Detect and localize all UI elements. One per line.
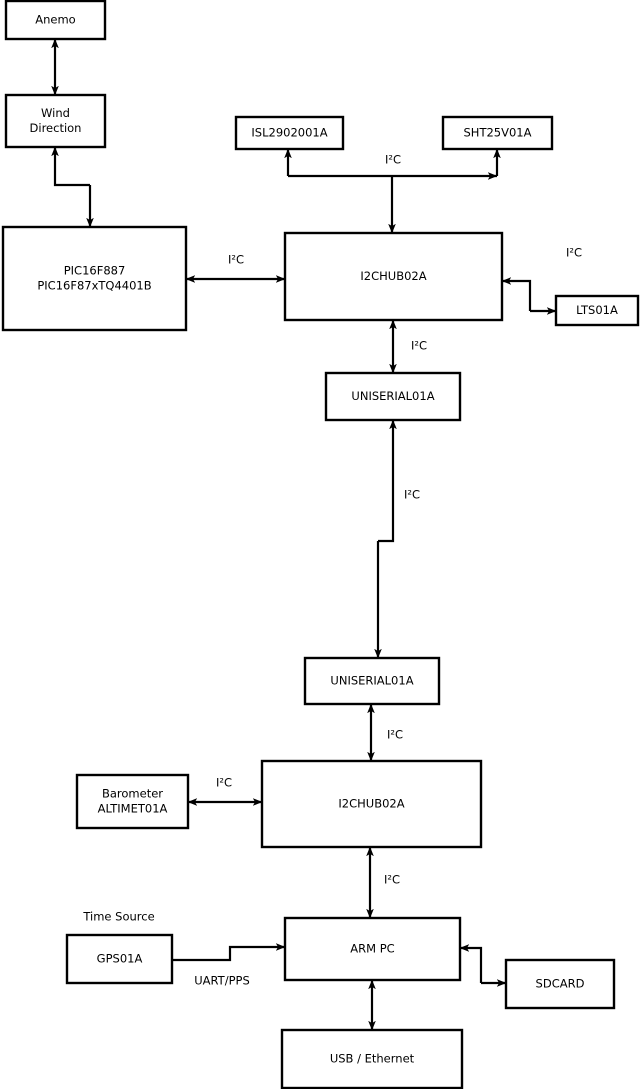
- edge-label-hub-armpc: I²C: [384, 873, 400, 887]
- edge-segment: [501, 277, 532, 311]
- edge-label-uni-uni: I²C: [404, 488, 420, 502]
- edge-label-gps-armpc: UART/PPS: [194, 974, 250, 988]
- edge-uni-hub-bottom: I²C: [367, 703, 403, 762]
- node-uni-bottom[interactable]: UNISERIAL01A: [303, 656, 441, 706]
- node-anemo[interactable]: Anemo: [4, 0, 107, 41]
- edge-wind-pic: [51, 146, 94, 228]
- edges-layer: I²C I²C I²C I²C I²C I²C I²C I²C UART/PPS: [51, 38, 582, 1031]
- node-hub-top[interactable]: I2CHUB02A: [283, 231, 504, 322]
- edge-hub-uni-top: I²C: [389, 319, 427, 374]
- node-box-pic[interactable]: [1, 225, 188, 332]
- node-label-sdcard: SDCARD: [536, 977, 585, 991]
- node-label-uni-top: UNISERIAL01A: [351, 389, 434, 403]
- node-label-anemo: Anemo: [35, 13, 75, 27]
- node-lts[interactable]: LTS01A: [554, 294, 640, 327]
- node-hub-bottom[interactable]: I2CHUB02A: [260, 759, 483, 849]
- edge-hub-armpc: I²C: [366, 846, 400, 919]
- node-label-barometer: Barometer: [102, 787, 163, 801]
- edge-segment: [172, 943, 286, 962]
- node-label-hub-bottom: I2CHUB02A: [338, 797, 404, 811]
- node-label-gps: GPS01A: [97, 952, 143, 966]
- node-box-uni-top[interactable]: [324, 371, 462, 422]
- free-label-time-source: Time Source: [82, 910, 154, 924]
- node-box-anemo[interactable]: [4, 0, 107, 41]
- node-label-hub-top: I2CHUB02A: [360, 269, 426, 283]
- edge-segment: [459, 944, 483, 983]
- node-label-barometer: ALTIMET01A: [98, 802, 168, 816]
- node-sht[interactable]: SHT25V01A: [441, 115, 554, 151]
- node-box-sdcard[interactable]: [504, 958, 616, 1010]
- node-box-isl[interactable]: [234, 115, 345, 151]
- node-box-usb-ethernet[interactable]: [280, 1028, 464, 1089]
- node-box-sht[interactable]: [441, 115, 554, 151]
- node-label-pic: PIC16F887: [64, 264, 126, 278]
- edge-label-barometer-hub: I²C: [216, 776, 232, 790]
- node-box-arm-pc[interactable]: [283, 916, 462, 982]
- edge-label-hub-uni-top: I²C: [411, 339, 427, 353]
- edge-gps-armpc: UART/PPS: [172, 943, 286, 988]
- edge-segment: [378, 419, 397, 543]
- node-label-usb-ethernet: USB / Ethernet: [330, 1052, 415, 1066]
- edge-barometer-hub: I²C: [187, 776, 263, 806]
- edge-label-uni-hub-bottom: I²C: [387, 728, 403, 742]
- node-label-wind-dir: Direction: [30, 121, 82, 135]
- node-box-hub-bottom[interactable]: [260, 759, 483, 849]
- free-labels-layer: Time Source: [82, 910, 154, 924]
- node-sdcard[interactable]: SDCARD: [504, 958, 616, 1010]
- node-isl[interactable]: ISL2902001A: [234, 115, 345, 151]
- node-label-arm-pc: ARM PC: [350, 942, 394, 956]
- edge-hub-lts: I²C: [501, 246, 582, 315]
- edge-armpc-sdcard: [459, 944, 507, 987]
- edge-segment: [51, 146, 90, 187]
- edge-uni-uni: I²C: [374, 419, 420, 659]
- node-box-hub-top[interactable]: [283, 231, 504, 322]
- node-gps[interactable]: GPS01A: [65, 933, 174, 985]
- node-label-lts: LTS01A: [576, 303, 618, 317]
- node-label-wind-dir: Wind: [41, 106, 70, 120]
- node-box-lts[interactable]: [554, 294, 640, 327]
- node-arm-pc[interactable]: ARM PC: [283, 916, 462, 982]
- node-box-uni-bottom[interactable]: [303, 656, 441, 706]
- node-label-uni-bottom: UNISERIAL01A: [330, 674, 413, 688]
- node-label-isl: ISL2902001A: [251, 126, 327, 140]
- node-usb-ethernet[interactable]: USB / Ethernet: [280, 1028, 464, 1089]
- edge-pic-hub: I²C: [185, 253, 286, 283]
- edge-label-hub-lts: I²C: [566, 246, 582, 260]
- node-label-sht: SHT25V01A: [464, 126, 532, 140]
- node-box-wind-dir[interactable]: [4, 93, 107, 149]
- node-label-pic: PIC16F87xTQ4401B: [37, 279, 151, 293]
- edge-label-pic-hub: I²C: [228, 253, 244, 267]
- node-box-gps[interactable]: [65, 933, 174, 985]
- node-box-barometer[interactable]: [75, 773, 190, 830]
- edge-hub-isl: I²C: [284, 148, 401, 176]
- node-uni-top[interactable]: UNISERIAL01A: [324, 371, 462, 422]
- edge-label-hub-isl: I²C: [385, 153, 401, 167]
